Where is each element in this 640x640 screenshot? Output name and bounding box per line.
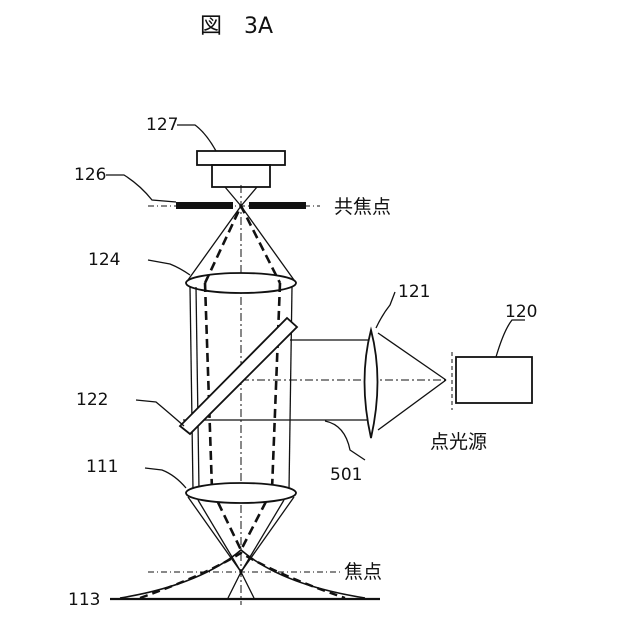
label-501: 501 (330, 465, 362, 485)
leader-126 (106, 175, 176, 202)
figure-title: 図 3A (200, 14, 273, 39)
objective-lens-111 (186, 483, 296, 503)
label-121: 121 (398, 282, 430, 302)
ray-solid-upper-left (188, 206, 241, 280)
ray-below-left (228, 572, 241, 598)
leader-121 (376, 292, 395, 328)
pinhole-plate-left (176, 202, 233, 209)
ray-dashed-right (272, 283, 280, 490)
label-113: 113 (68, 590, 100, 610)
ray-focus-left-2 (198, 500, 241, 572)
ray-focus-right-2 (241, 500, 284, 572)
lens-121 (365, 330, 378, 438)
confocal-point-label: 共焦点 (334, 196, 391, 218)
light-source-120 (456, 357, 532, 403)
pinhole-plate-right (249, 202, 306, 209)
label-124: 124 (88, 250, 120, 270)
leader-120 (496, 320, 525, 357)
ray-solid-upper-right (241, 206, 294, 280)
label-127: 127 (146, 115, 178, 135)
label-111: 111 (86, 457, 118, 477)
ray-below-right (241, 572, 254, 598)
label-126: 126 (74, 165, 106, 185)
detector-top (197, 151, 285, 165)
ray-dashed-left (205, 283, 212, 490)
leader-124 (148, 260, 190, 275)
focal-point-label: 焦点 (344, 561, 382, 583)
label-122: 122 (76, 390, 108, 410)
beam-left-outer (190, 287, 193, 490)
detector-body (212, 165, 270, 187)
beam-left-inner (196, 287, 199, 490)
point-source-label: 点光源 (430, 431, 487, 453)
label-120: 120 (505, 302, 537, 322)
ray-source-upper (378, 333, 446, 380)
leader-122 (136, 400, 184, 426)
leader-501 (325, 421, 365, 460)
leader-127 (177, 125, 216, 151)
leader-111 (145, 468, 186, 488)
beam-right (289, 287, 292, 490)
ray-source-lower (378, 380, 446, 430)
